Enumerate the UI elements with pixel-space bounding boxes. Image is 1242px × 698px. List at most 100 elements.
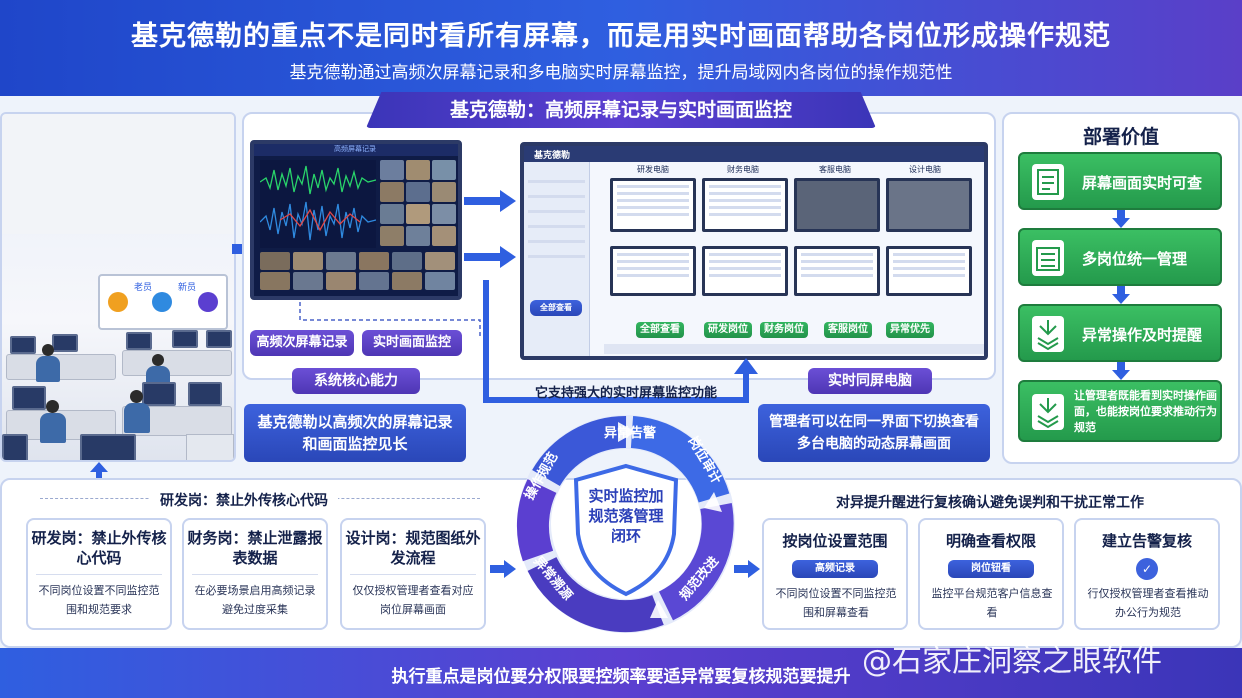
arrow-down-icon [1112,362,1130,380]
office-illustration: 老员 新员 [0,112,236,462]
office-wall [2,114,234,234]
mini-monitor[interactable] [702,246,788,296]
cycle-center-text: 实时监控加规范落管理闭环 [588,487,664,545]
tab-rd[interactable]: 研发电脑 [637,165,669,174]
core-capability-label: 系统核心能力 [292,368,420,394]
person-head [46,460,64,462]
watermark: @石家庄洞察之眼软件 [862,644,1162,679]
rule-card-title: 按岗位设置范围 [782,532,888,550]
loop-arrow [483,280,758,403]
mini-monitor[interactable] [610,178,696,232]
mini-monitor[interactable] [794,246,880,296]
arrow-up-icon [90,462,108,482]
app-titlebar [524,146,984,162]
rule-card-body: 行仅授权管理者查看推动办公行为规范 [1087,587,1209,619]
arrow-right-icon [464,190,516,212]
filter-service[interactable]: 客服岗位 [824,322,872,338]
monitor [80,434,136,460]
tab-design[interactable]: 设计电脑 [909,165,941,174]
page-subtitle: 基克德勒通过高频次屏幕记录和多电脑实时屏幕监控，提升局域网内各岗位的操作规范性 [289,63,953,83]
camera-grid [380,160,456,248]
screen-titlebar [254,144,458,156]
realtime-screens-label: 实时同屏电脑 [808,368,932,394]
camera-strip [260,252,456,292]
monitor [10,336,36,354]
arrow-down-icon [1112,210,1130,228]
filter-rd[interactable]: 研发岗位 [704,322,752,338]
app-statusbar [604,344,984,354]
filter-finance[interactable]: 财务岗位 [760,322,808,338]
rule-card-title: 建立告警复核 [1101,532,1192,550]
desk [6,354,116,380]
capability-description: 基克德勒以高频次的屏幕记录和画面监控见长 [244,404,466,462]
check-icon: ✓ [1136,558,1158,580]
monitor [188,382,222,406]
footer-text: 执行重点是岗位要分权限要控频率要适异常要复核规范要提升 [391,667,851,687]
process-board: 老员 新员 [98,274,228,330]
monitor [126,332,152,350]
value-item-1: 屏幕画面实时可查 [1082,174,1203,192]
header-bar [0,0,1242,96]
bottom-left-heading: 研发岗：禁止外传核心代码 [150,490,338,510]
tab-finance[interactable]: 财务电脑 [727,165,759,174]
policy-card-body: 在必要场景启用高频记录避免过度采集 [194,584,316,616]
board-step2: 新员 [178,283,197,293]
policy-card-body: 不同岗位设置不同监控范围和规范要求 [38,584,160,616]
policy-card-title: 财务岗：禁止泄露报表数据 [187,529,323,567]
arrow-right-icon [464,246,516,268]
footer-bar [0,648,1242,698]
mini-monitor[interactable] [610,246,696,296]
monitor [206,330,232,348]
value-item-3: 异常操作及时提醒 [1082,326,1203,344]
value-item-2: 多岗位统一管理 [1082,250,1188,268]
download-layers-icon [1032,316,1064,352]
monitor [142,382,176,406]
view-all-button[interactable]: 全部查看 [530,300,582,316]
policy-card-body: 仅仅授权管理者查看对应岗位屏幕画面 [352,584,474,616]
arrow-right-icon [490,560,516,578]
mini-monitor[interactable] [886,246,972,296]
rule-card-tag: 岗位钮看 [948,560,1034,578]
person-head [130,390,143,403]
person [40,413,66,443]
value-item-4: 让管理者既能看到实时操作画面，也能按岗位要求推动行为规范 [1074,389,1217,434]
person [124,403,150,433]
step-icon [152,292,172,312]
page-title: 基克德勒的重点不是同时看所有屏幕，而是用实时画面帮助各岗位形成操作规范 [131,21,1111,52]
app-sidebar: 全部查看 [524,162,590,356]
mini-monitor[interactable] [886,178,972,232]
monitoring-app-window: 基克德勒 全部查看 研发电脑 财务电脑 客服电脑 设计电脑 全部查看 研发岗位 … [520,142,988,360]
policy-card: 财务岗：禁止泄露报表数据 在必要场景启用高频记录避免过度采集 [182,518,328,630]
list-icon [1032,240,1064,276]
board-step1: 老员 [134,283,153,293]
person-head [42,344,54,356]
mini-monitor[interactable] [702,178,788,232]
filter-view-all[interactable]: 全部查看 [636,322,684,338]
screen-title: 高频屏幕记录 [334,145,376,153]
document-icon [1032,164,1064,200]
realtime-monitor-button[interactable]: 实时画面监控 [362,330,462,356]
rule-card: 按岗位设置范围 高频记录 不同岗位设置不同监控范围和屏幕查看 [762,518,908,630]
person-head [152,354,164,366]
mini-monitor[interactable] [794,178,880,232]
monitor [2,434,28,460]
dashed-connector [299,302,481,336]
monitoring-screen: 高频屏幕记录 [250,140,462,300]
policy-card: 设计岗：规范图纸外发流程 仅仅授权管理者查看对应岗位屏幕画面 [340,518,486,630]
desk [122,350,232,376]
rule-card: 明确查看权限 岗位钮看 监控平台规范客户信息查看 [918,518,1064,630]
rule-card-title: 明确查看权限 [945,532,1036,550]
value-card: 多岗位统一管理 [1018,228,1222,286]
filter-abnormal[interactable]: 异常优先 [886,322,934,338]
high-frequency-record-button[interactable]: 高频次屏幕记录 [250,330,354,356]
waveform-chart [260,160,376,248]
rule-card-tag: 高频记录 [792,560,878,578]
support-caption: 它支持强大的实时屏幕监控功能 [534,386,717,401]
step-icon [198,292,218,312]
app-title: 基克德勒 [534,151,571,161]
arrow-right-icon [734,560,760,578]
monitor [12,386,46,410]
tab-service[interactable]: 客服电脑 [819,165,851,174]
cycle-label-alert: 异常告警 [604,426,657,441]
deployment-value-title: 部署价值 [1082,126,1159,148]
